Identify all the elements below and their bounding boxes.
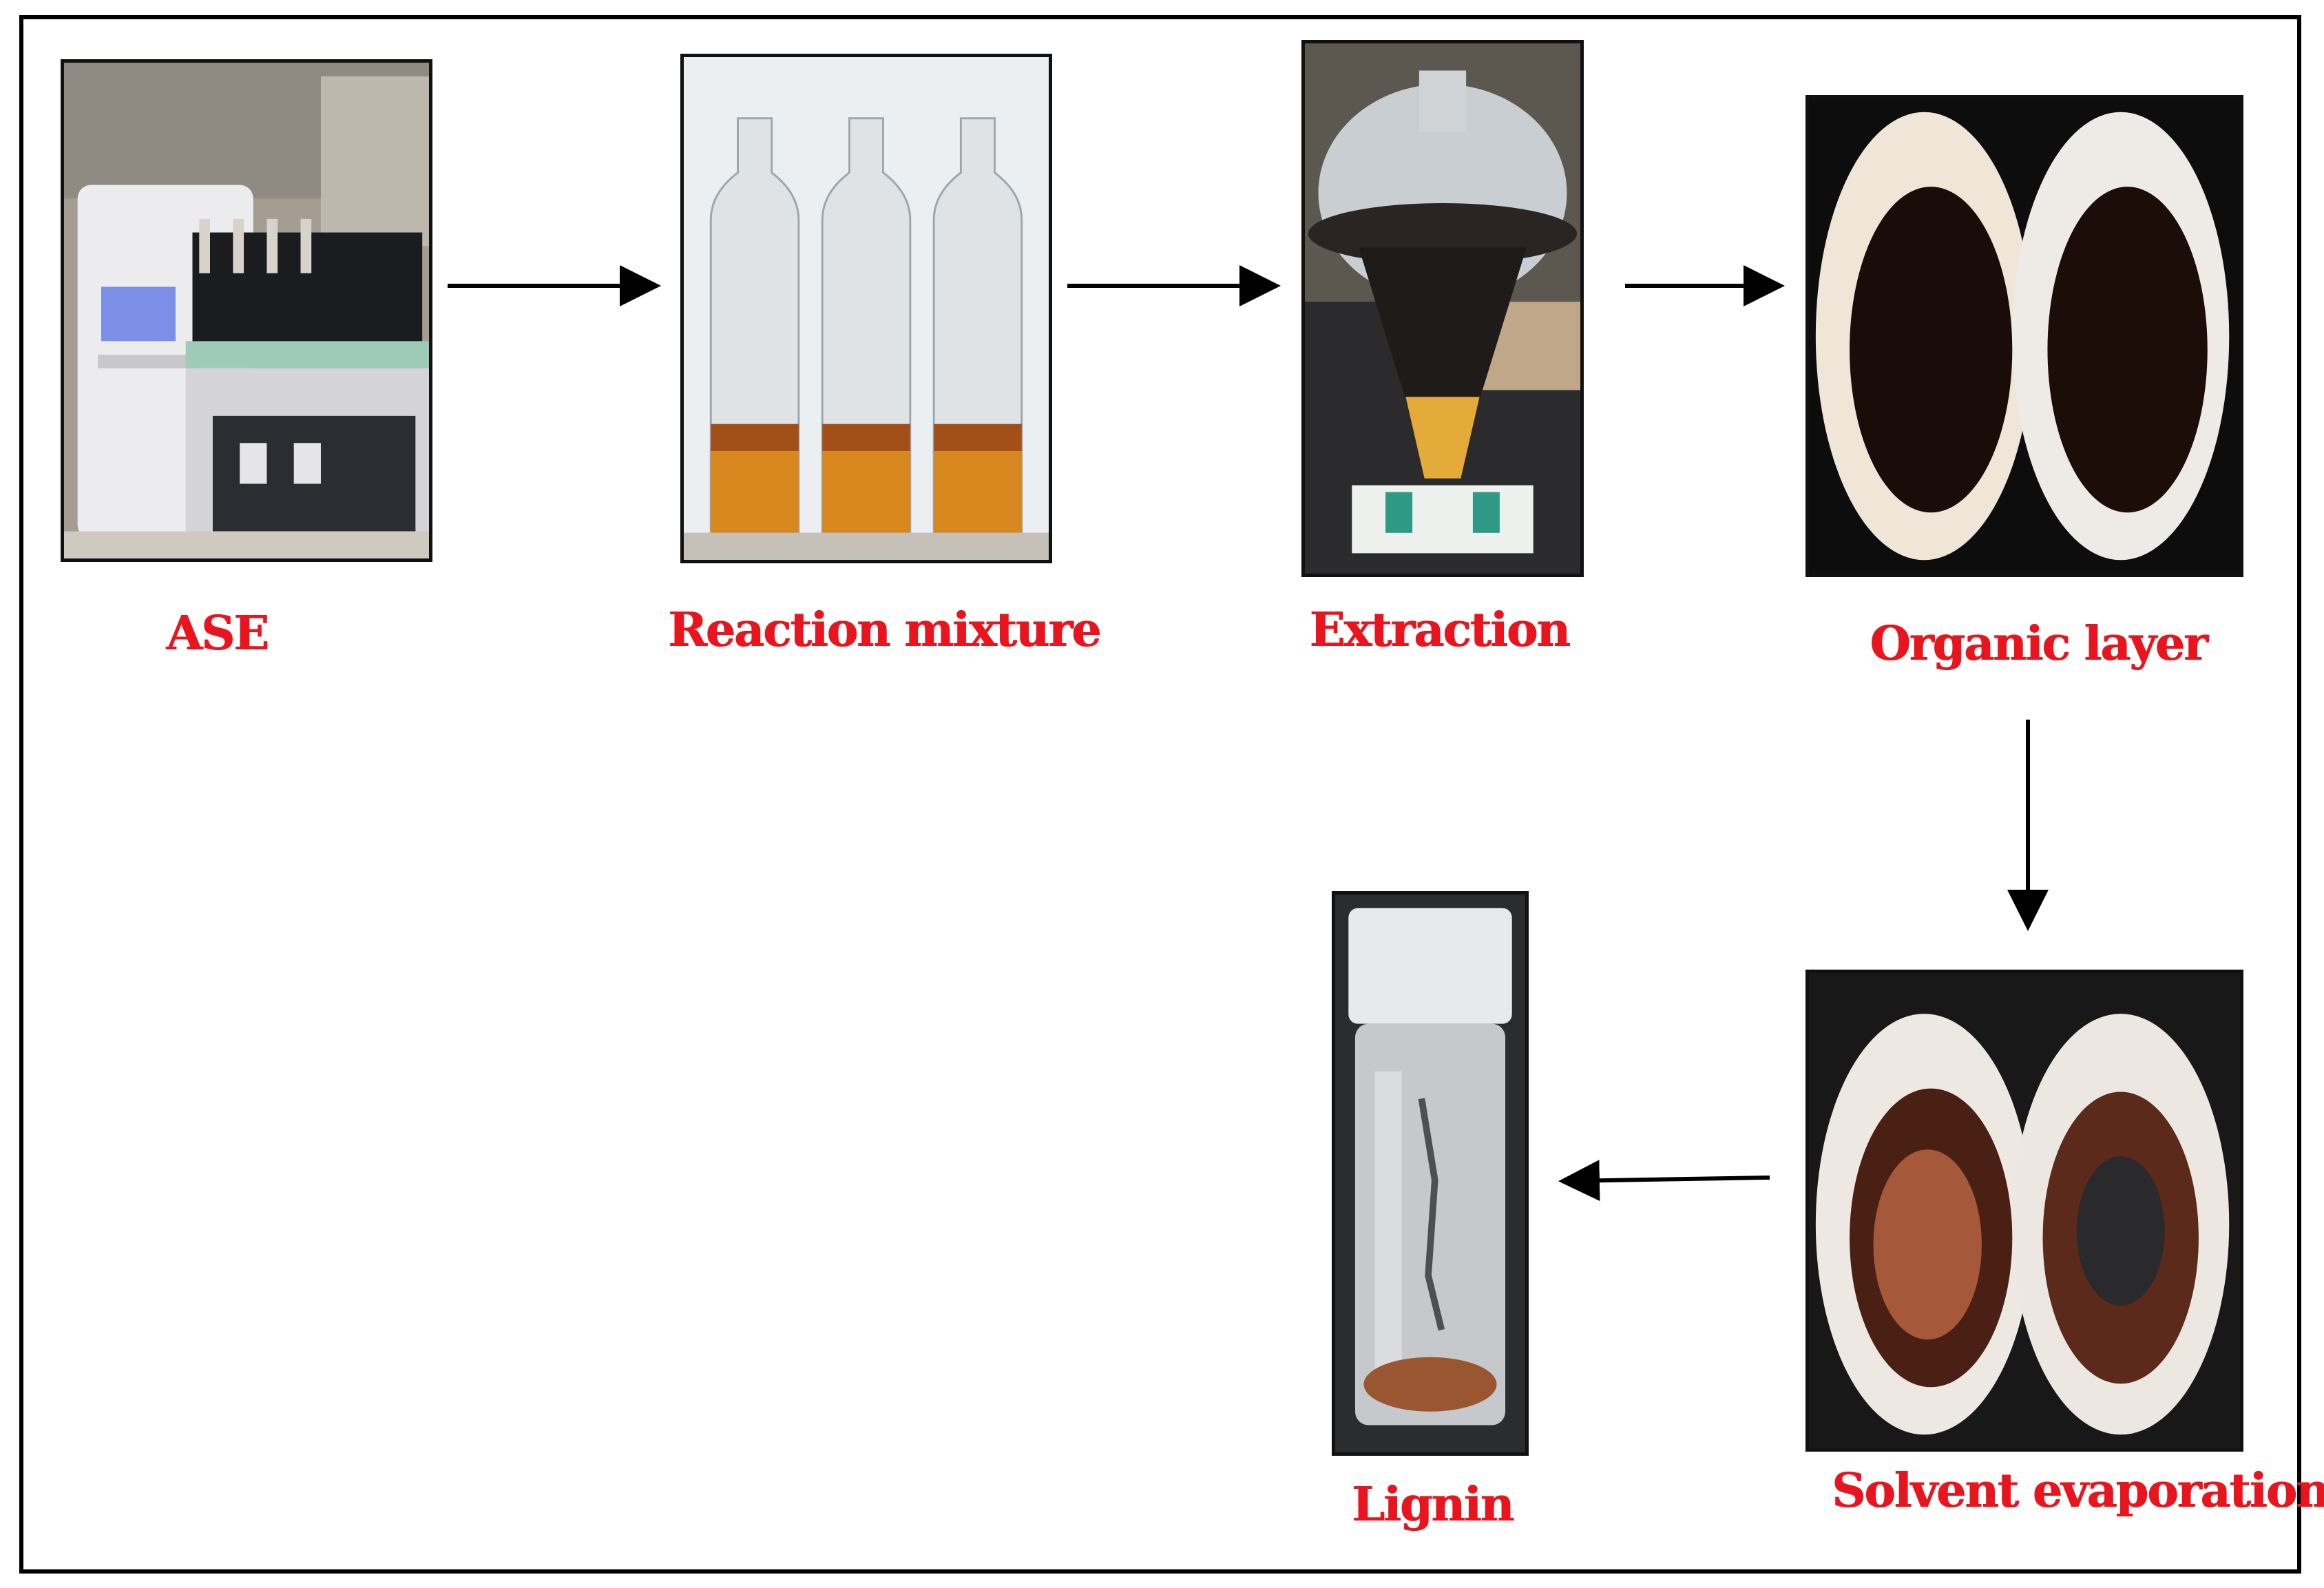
label-ase: ASE	[166, 606, 269, 661]
label-extraction: Extraction	[1309, 603, 1570, 658]
label-lignin: Lignin	[1352, 1477, 1514, 1532]
label-organic-layer: Organic layer	[1870, 616, 2208, 671]
ase-photo	[61, 59, 432, 562]
organic-layer-photo	[1805, 95, 2243, 577]
label-solvent-evaporation: Solvent evaporation	[1832, 1463, 2324, 1518]
solvent-evaporation-photo	[1805, 970, 2243, 1452]
label-reaction-mixture: Reaction mixture	[668, 603, 1101, 658]
reaction-mixture-photo	[680, 54, 1052, 563]
diagram-frame	[19, 15, 2301, 1574]
extraction-photo	[1301, 40, 1584, 577]
lignin-photo	[1332, 891, 1529, 1456]
